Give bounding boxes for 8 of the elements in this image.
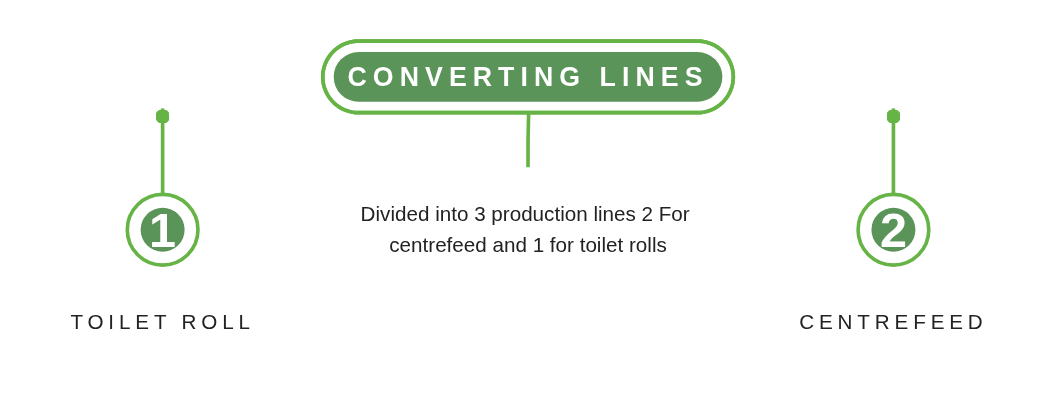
node-label: CENTREFEED bbox=[799, 311, 988, 335]
connector bbox=[886, 108, 901, 195]
connector bbox=[155, 108, 170, 195]
node-circle bbox=[856, 192, 931, 267]
connector bbox=[526, 113, 531, 168]
node-label: TOILET ROLL bbox=[70, 311, 255, 335]
node-text: Divided into 3 production lines 2 For centrefeed and 1 for toilet rolls bbox=[360, 202, 690, 257]
node-circle bbox=[125, 192, 200, 267]
